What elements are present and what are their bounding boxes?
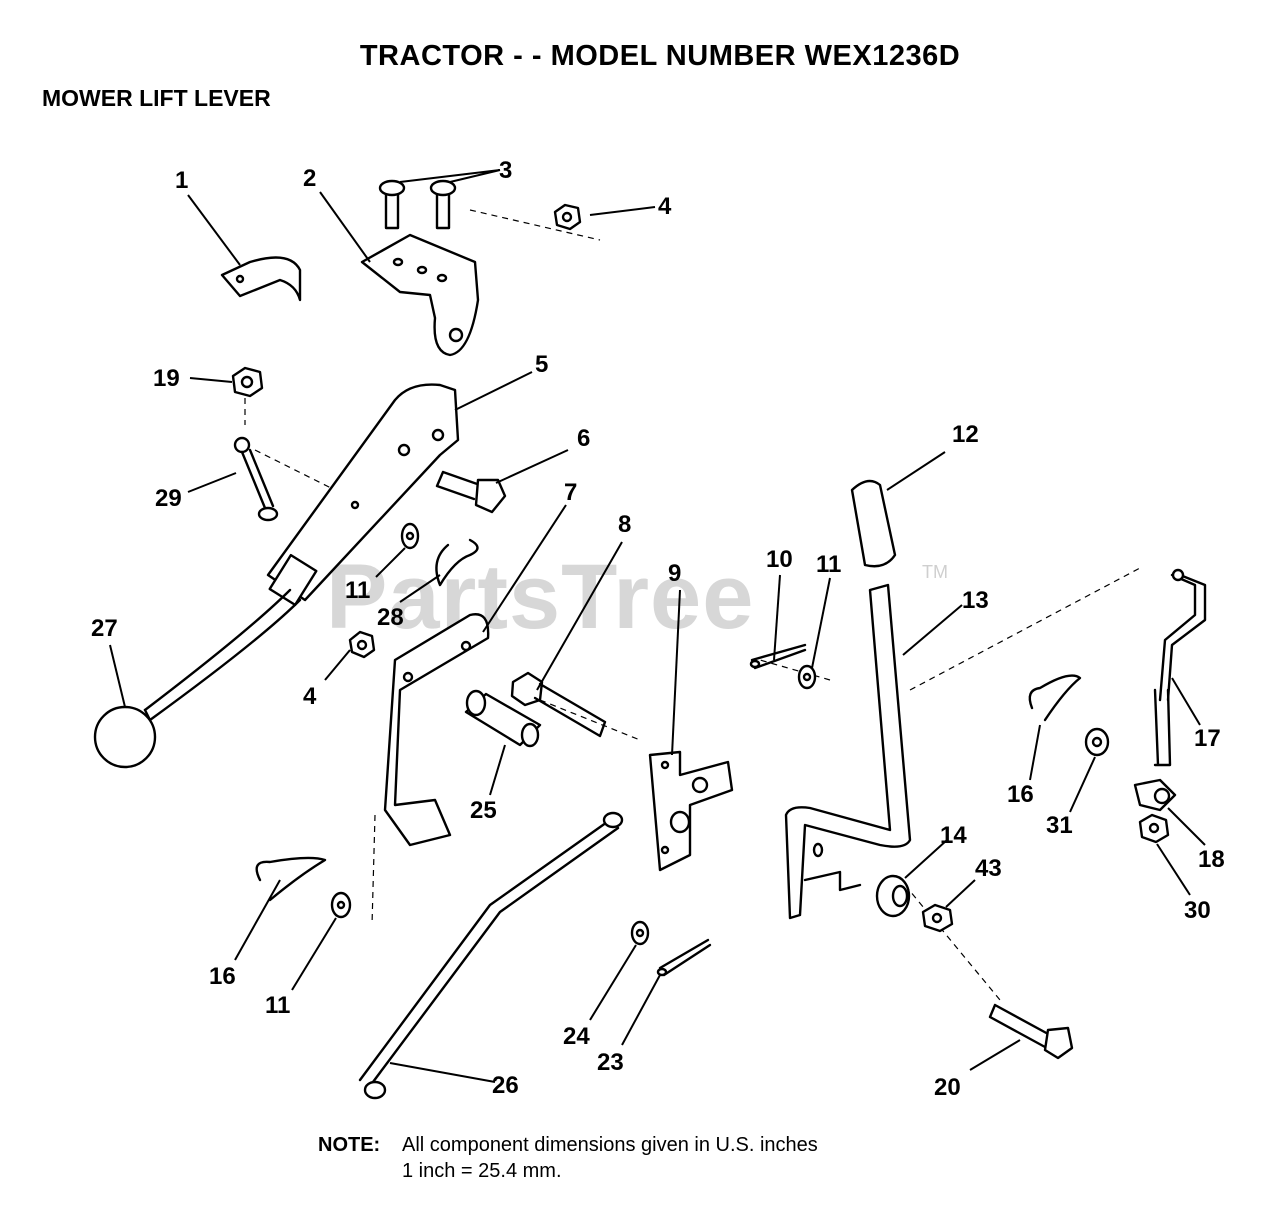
callout-1: 1 bbox=[175, 167, 188, 194]
part-20-bolt bbox=[988, 1003, 1074, 1060]
callout-11-bottom: 11 bbox=[265, 992, 290, 1019]
callout-18: 18 bbox=[1198, 846, 1225, 873]
part-2-bracket bbox=[360, 233, 480, 357]
callout-7: 7 bbox=[564, 479, 577, 506]
dimension-note: NOTE: All component dimensions given in U… bbox=[318, 1132, 818, 1184]
callout-31: 31 bbox=[1046, 812, 1073, 839]
callout-24: 24 bbox=[563, 1023, 590, 1050]
callout-23: 23 bbox=[597, 1049, 624, 1076]
part-14-bushing bbox=[875, 874, 911, 918]
callout-10: 10 bbox=[766, 546, 793, 573]
diagram-subtitle: MOWER LIFT LEVER bbox=[42, 85, 271, 111]
callout-29: 29 bbox=[155, 485, 182, 512]
callout-6: 6 bbox=[577, 425, 590, 452]
callout-25: 25 bbox=[470, 797, 497, 824]
part-19-nut bbox=[231, 366, 264, 398]
callout-11-right: 11 bbox=[816, 551, 841, 578]
callout-11-left: 11 bbox=[345, 577, 370, 604]
watermark-trademark: TM bbox=[922, 562, 948, 582]
callout-5: 5 bbox=[535, 351, 548, 378]
part-4-nut-top bbox=[553, 203, 582, 231]
part-12-grip bbox=[850, 479, 897, 568]
diagram-title: TRACTOR - - MODEL NUMBER WEX1236D bbox=[359, 40, 961, 72]
callout-4-left: 4 bbox=[303, 683, 317, 710]
watermark-logo: PartsTree bbox=[326, 546, 755, 648]
part-43-nut bbox=[921, 903, 954, 933]
part-9-bracket-plate bbox=[648, 750, 734, 872]
part-26-rod bbox=[358, 811, 624, 1100]
part-31-washer bbox=[1084, 727, 1110, 757]
callout-19: 19 bbox=[153, 365, 180, 392]
note-line-2: 1 inch = 25.4 mm. bbox=[402, 1160, 562, 1182]
callout-9: 9 bbox=[668, 560, 681, 587]
leader-lines bbox=[109, 169, 1206, 1083]
part-11-washer-a bbox=[400, 522, 420, 550]
part-24-washer bbox=[630, 920, 650, 946]
assembly-guide-lines bbox=[244, 209, 1141, 1001]
note-label: NOTE: bbox=[318, 1134, 381, 1156]
part-25-tube bbox=[464, 689, 542, 748]
part-1-clip bbox=[220, 256, 302, 302]
callout-14: 14 bbox=[940, 822, 967, 849]
callout-4-top: 4 bbox=[658, 193, 672, 220]
part-27-knob bbox=[93, 705, 157, 769]
callout-28: 28 bbox=[377, 604, 404, 631]
part-23-cotter-pin bbox=[656, 938, 712, 977]
callout-43: 43 bbox=[975, 855, 1002, 882]
part-30-nut bbox=[1138, 813, 1170, 844]
callout-27: 27 bbox=[91, 615, 118, 642]
part-18-swivel bbox=[1133, 778, 1177, 812]
part-13-lever bbox=[784, 583, 912, 920]
callout-8: 8 bbox=[618, 511, 631, 538]
callout-12: 12 bbox=[952, 421, 979, 448]
callout-20: 20 bbox=[934, 1074, 961, 1101]
part-28-spring-clip bbox=[435, 538, 479, 587]
callout-17: 17 bbox=[1194, 725, 1221, 752]
callout-2: 2 bbox=[303, 165, 316, 192]
part-3-bolts bbox=[378, 179, 457, 230]
part-4-nut-left bbox=[348, 630, 376, 659]
callout-13: 13 bbox=[962, 587, 989, 614]
part-10-cotter-pin bbox=[749, 643, 807, 670]
part-11-washer-c bbox=[330, 891, 352, 919]
part-8-bolt bbox=[510, 671, 607, 738]
note-line-1: All component dimensions given in U.S. i… bbox=[402, 1134, 818, 1156]
part-16-hairpin-right bbox=[1028, 674, 1082, 722]
part-7-plate bbox=[383, 613, 490, 847]
callout-26: 26 bbox=[492, 1072, 519, 1099]
callout-16-right: 16 bbox=[1007, 781, 1034, 808]
part-29-link bbox=[233, 436, 279, 522]
callout-3: 3 bbox=[499, 157, 512, 184]
part-17-rod bbox=[1153, 568, 1207, 767]
part-16-hairpin-left bbox=[255, 856, 327, 902]
callout-30: 30 bbox=[1184, 897, 1211, 924]
part-6-bolt bbox=[435, 470, 507, 514]
part-11-washer-b bbox=[797, 664, 817, 690]
callout-numbers: 1 2 3 4 5 6 19 29 7 8 9 10 11 12 13 11 2… bbox=[91, 157, 1225, 1101]
callout-16-left: 16 bbox=[209, 963, 236, 990]
